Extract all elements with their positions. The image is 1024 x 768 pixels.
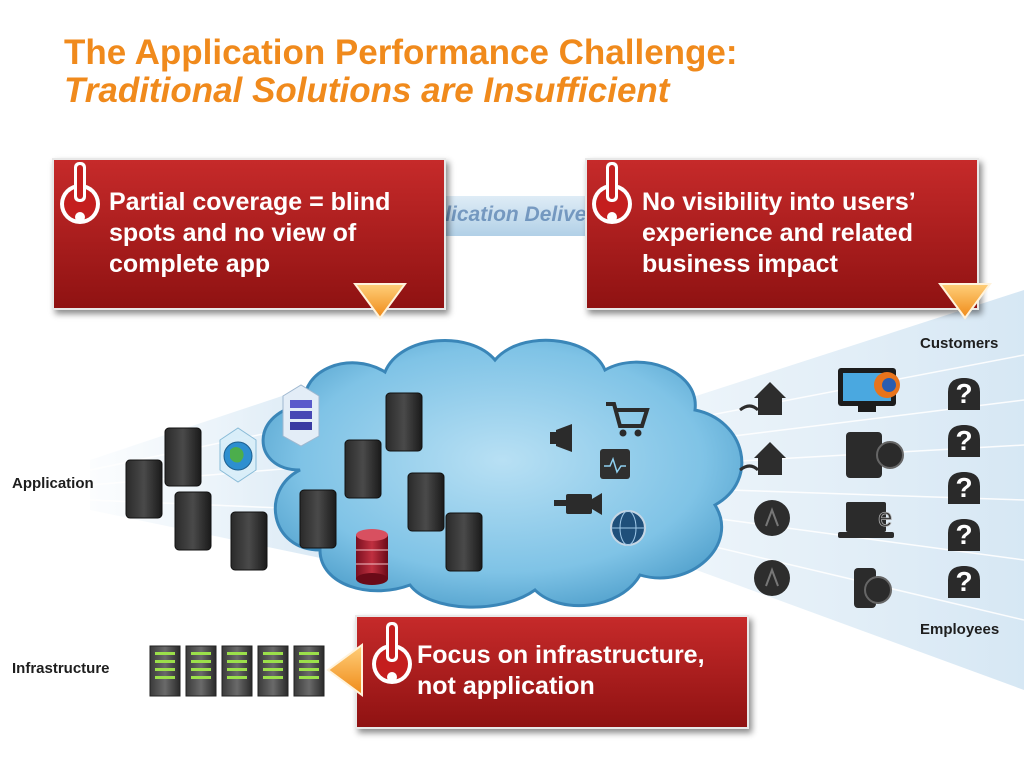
pointer-left-icon [326,643,363,697]
question-mark-icon: ? [948,378,980,410]
rack-server-icon [221,645,253,697]
question-mark-icon: ? [948,519,980,551]
svg-text:?: ? [955,472,972,503]
question-mark-icon: ? [948,566,980,598]
server-icon [407,472,445,532]
title-line: The Application Performance Challenge: [64,33,738,72]
exclamation-icon [372,622,412,684]
delivery-chain-band [442,196,587,236]
pointer-down-icon [938,283,992,320]
subtitle-line: Traditional Solutions are Insufficient [64,71,670,110]
callout-infrastructure-focus: Focus on infrastructure, not application [355,615,749,729]
stack-cube-icon [282,384,320,447]
server-icon [125,459,163,519]
megaphone-icon [550,424,572,452]
laptop-icon: e [838,502,894,538]
svg-text:?: ? [955,425,972,456]
infrastructure-label: Infrastructure [12,660,110,677]
server-icon [230,511,268,571]
svg-text:e: e [878,502,892,532]
tablet-icon [846,432,904,478]
monitor-widget-icon [600,449,630,479]
home-icon [739,442,786,475]
network-node-icon [754,560,790,596]
callout-partial-coverage: Partial coverage = blind spots and no vi… [52,158,446,310]
server-icon [445,512,483,572]
server-icon [174,491,212,551]
customers-label: Customers [920,335,999,352]
callout-text: Partial coverage = blind spots and no vi… [109,188,391,278]
svg-text:?: ? [955,519,972,550]
globe-cube-icon [219,427,257,483]
callout-no-visibility: No visibility into users’ experience and… [585,158,979,310]
home-icon [739,382,786,415]
server-icon [344,439,382,499]
globe-icon [610,510,646,546]
svg-text:?: ? [955,566,972,597]
question-mark-icon: ? [948,472,980,504]
question-mark-icon: ? [948,425,980,457]
exclamation-icon [60,162,100,224]
exclamation-icon [592,162,632,224]
server-icon [299,489,337,549]
phone-icon [854,568,892,608]
server-icon [164,427,202,487]
svg-text:?: ? [955,378,972,409]
callout-text: No visibility into users’ experience and… [642,188,915,278]
callout-text: Focus on infrastructure, not application [417,641,705,700]
video-camera-icon [554,493,602,515]
network-node-icon [754,500,790,536]
shopping-cart-icon [606,402,650,437]
slide-title: The Application Performance Challenge: T… [64,34,738,110]
server-icon [385,392,423,452]
application-label: Application [12,475,94,492]
rack-server-icon [149,645,181,697]
monitor-icon [838,368,900,412]
database-icon [356,529,388,585]
employees-label: Employees [920,621,1000,638]
pointer-down-icon [353,283,407,320]
rack-server-icon [293,645,325,697]
rack-server-icon [257,645,289,697]
rack-server-icon [185,645,217,697]
